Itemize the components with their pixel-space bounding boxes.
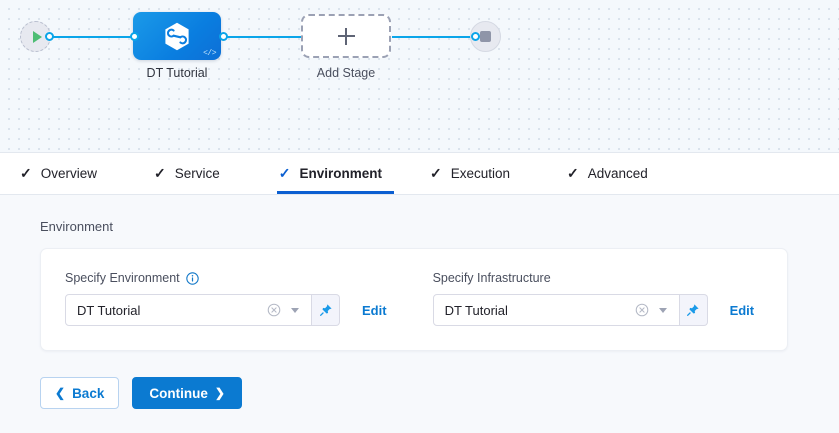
pin-icon (687, 304, 699, 316)
environment-select[interactable]: DT Tutorial (65, 294, 312, 326)
chevron-down-icon[interactable] (291, 307, 299, 313)
specify-infrastructure-label: Specify Infrastructure (433, 271, 755, 285)
tab-environment-label: Environment (299, 165, 382, 181)
specify-environment-row: DT Tutorial Edit (65, 294, 387, 326)
check-icon: ✓ (430, 165, 442, 181)
play-icon (32, 30, 42, 43)
add-stage-label: Add Stage (316, 66, 376, 80)
port-stage-input[interactable] (130, 32, 139, 41)
pipeline-canvas[interactable]: </> DT Tutorial Add Stage (0, 0, 839, 152)
code-badge: </> (203, 49, 216, 58)
clear-circle-icon[interactable] (635, 303, 649, 317)
tab-advanced[interactable]: ✓ Advanced (567, 153, 669, 194)
stage-node-label: DT Tutorial (146, 66, 208, 80)
connector-edge-start-to-stage (46, 36, 142, 38)
tab-execution[interactable]: ✓ Execution (430, 153, 531, 194)
connector-edge-add-to-end (392, 36, 476, 38)
environment-edit-link[interactable]: Edit (362, 302, 387, 318)
infrastructure-select[interactable]: DT Tutorial (432, 294, 680, 326)
stop-icon (480, 31, 491, 42)
footer-actions: ❮ Back Continue ❯ (40, 377, 839, 409)
chevron-right-icon: ❯ (214, 386, 225, 400)
infrastructure-select-value: DT Tutorial (444, 302, 508, 318)
port-stage-output[interactable] (219, 32, 228, 41)
infrastructure-pin-button[interactable] (679, 294, 708, 326)
tab-environment[interactable]: ✓ Environment (276, 153, 394, 194)
continue-button[interactable]: Continue ❯ (132, 377, 242, 409)
tab-execution-label: Execution (450, 165, 511, 181)
specify-infrastructure-label-text: Specify Infrastructure (432, 271, 551, 285)
tab-service[interactable]: ✓ Service (154, 153, 241, 194)
tab-overview[interactable]: ✓ Overview (20, 153, 118, 194)
harness-hexagon-icon (164, 22, 190, 51)
port-start-output[interactable] (45, 32, 54, 41)
chevron-left-icon: ❮ (55, 386, 66, 400)
specify-infrastructure-group: Specify Infrastructure DT Tutorial (432, 271, 755, 326)
environment-select-value: DT Tutorial (77, 302, 141, 318)
back-button-label: Back (72, 385, 105, 401)
clear-circle-icon[interactable] (267, 303, 281, 317)
specify-environment-label-text: Specify Environment (65, 271, 180, 285)
pin-icon (319, 304, 332, 316)
specify-environment-group: Specify Environment DT Tutorial (65, 271, 387, 326)
environment-card: Specify Environment DT Tutorial (40, 248, 788, 351)
check-icon: ✓ (567, 165, 579, 181)
back-button[interactable]: ❮ Back (40, 377, 120, 409)
section-title: Environment (40, 219, 113, 234)
tab-overview-label: Overview (40, 165, 97, 181)
plus-icon-vertical (345, 27, 347, 45)
connector-edge-stage-to-add (224, 36, 302, 38)
tab-advanced-label: Advanced (587, 165, 648, 181)
check-icon: ✓ (278, 165, 291, 181)
stage-node-dt-tutorial[interactable]: </> (133, 12, 221, 60)
check-icon: ✓ (20, 165, 32, 181)
port-end-input[interactable] (471, 32, 480, 41)
specify-environment-label: Specify Environment (65, 271, 387, 285)
info-icon[interactable] (185, 271, 199, 285)
continue-button-label: Continue (149, 385, 208, 401)
environment-panel: Environment Specify Environment DT Tutor… (0, 195, 839, 433)
chevron-down-icon[interactable] (658, 307, 667, 313)
add-stage-button[interactable] (301, 14, 391, 58)
specify-infrastructure-row: DT Tutorial Edit (432, 294, 755, 326)
environment-pin-button[interactable] (312, 294, 340, 326)
tab-service-label: Service (174, 165, 220, 181)
stage-config-tabs: ✓ Overview ✓ Service ✓ Environment ✓ Exe… (0, 152, 839, 195)
check-icon: ✓ (154, 165, 166, 181)
infrastructure-edit-link[interactable]: Edit (729, 302, 755, 318)
